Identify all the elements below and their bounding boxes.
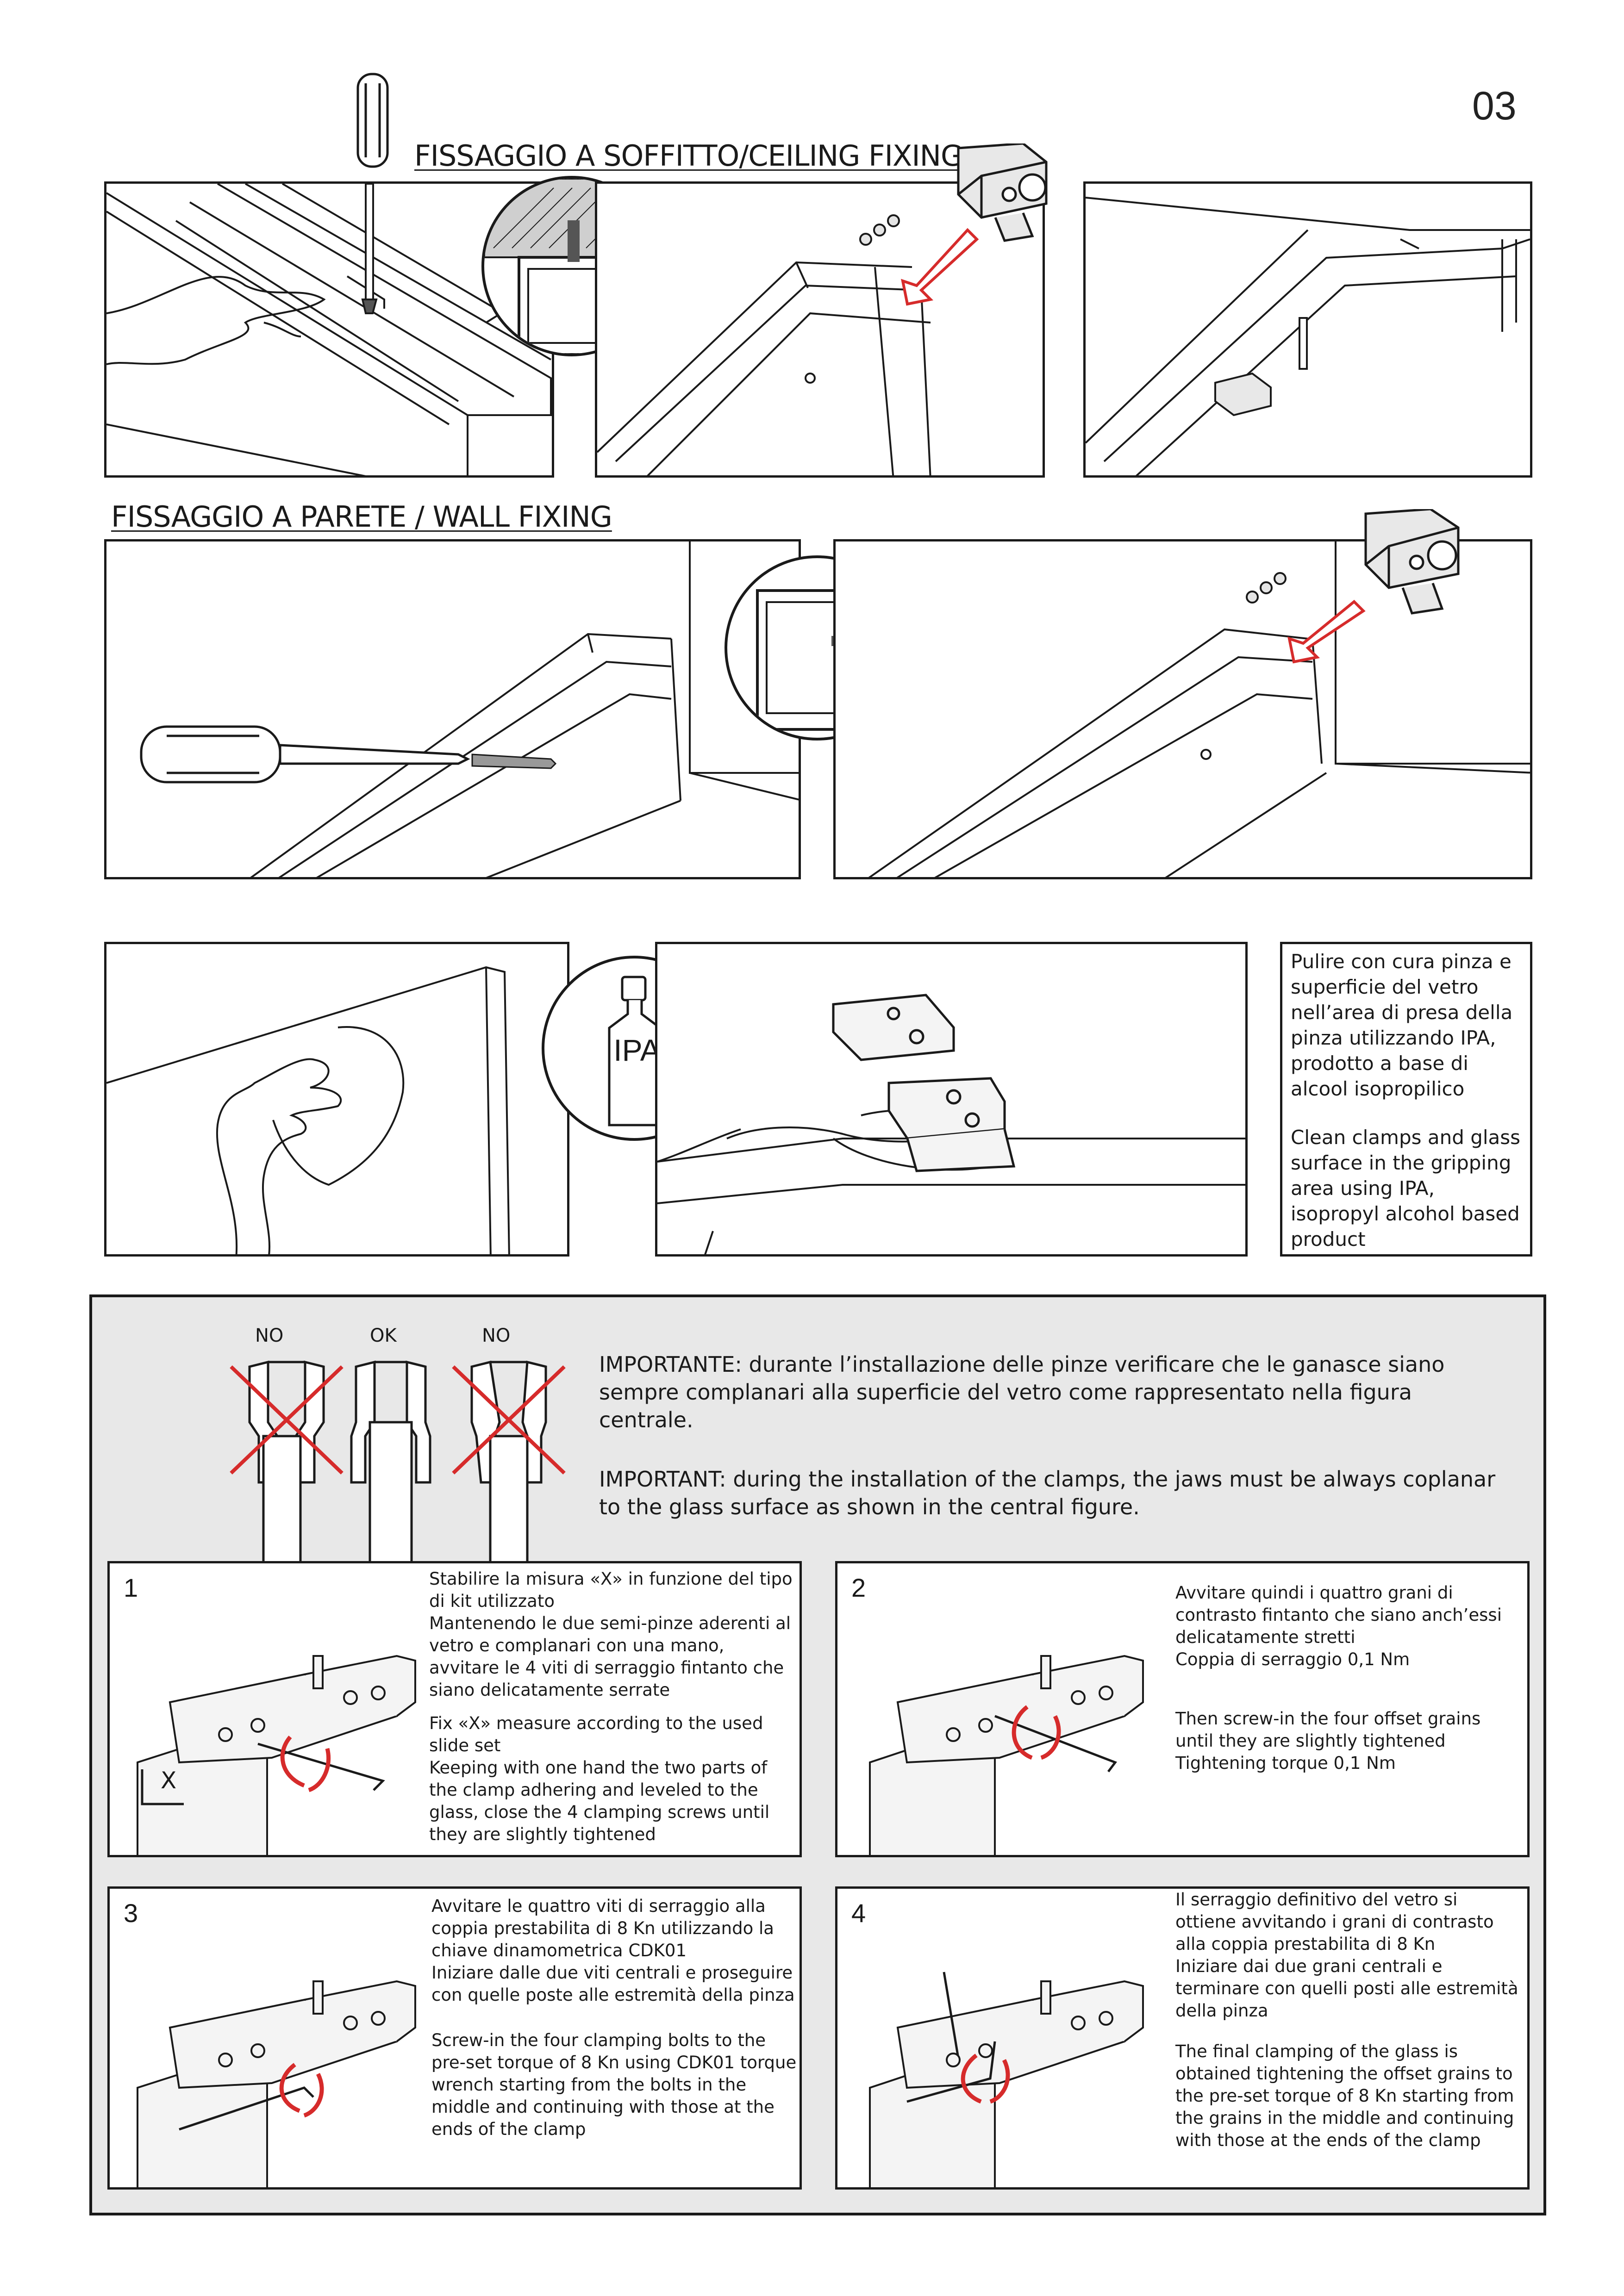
jaw-label-wrong-left: NO bbox=[255, 1325, 284, 1346]
clamp-illustration-wall bbox=[1347, 509, 1477, 625]
step-3-text: Avvitare le quattro viti di serraggio al… bbox=[431, 1895, 797, 2152]
step-4-panel: 4 Il serraggio definitivo del vetro si o… bbox=[835, 1886, 1530, 2190]
cleaning-clamp-illustration bbox=[657, 994, 1245, 1254]
wall-clamp-insert-illustration bbox=[868, 541, 1530, 877]
cleaning-panel-clamp bbox=[655, 942, 1248, 1257]
cleaning-glass-illustration bbox=[106, 966, 510, 1254]
dimension-x-label: X bbox=[161, 1767, 177, 1794]
assembly-instructions-section: NO OK NO bbox=[89, 1294, 1546, 2215]
wall-screwing-illustration bbox=[140, 541, 799, 877]
step-2-panel: 2 Avvitare quindi i quattro grani di con… bbox=[835, 1561, 1530, 1857]
ceiling-panel-clamp-insert bbox=[595, 181, 1045, 478]
cleaning-instructions: Pulire con cura pinza e superficie del v… bbox=[1280, 942, 1532, 1257]
step-2-text-en: Then screw-in the four offset grains unt… bbox=[1175, 1709, 1481, 1773]
ceiling-panel-clamp-fixed bbox=[1083, 181, 1532, 478]
jaw-label-wrong-right: NO bbox=[482, 1325, 511, 1346]
step-3-text-en: Screw-in the four clamping bolts to the … bbox=[431, 2030, 797, 2139]
step-2-text-it: Avvitare quindi i quattro grani di contr… bbox=[1175, 1583, 1502, 1669]
cleaning-text-en: Clean clamps and glass surface in the gr… bbox=[1291, 1126, 1521, 1251]
ipa-label: IPA bbox=[613, 1033, 661, 1067]
ceiling-clamp-insert-illustration bbox=[597, 184, 1043, 475]
important-notice: IMPORTANTE: durante l’installazione dell… bbox=[599, 1350, 1511, 1552]
important-text-en: IMPORTANT: during the installation of th… bbox=[599, 1467, 1496, 1519]
step-1-text-it: Stabilire la misura «X» in funzione del … bbox=[429, 1569, 793, 1700]
step-4-number: 4 bbox=[851, 1898, 866, 1928]
ceiling-clamp-fixed-illustration bbox=[1086, 197, 1530, 475]
wall-fixing-heading: FISSAGGIO A PARETE / WALL FIXING bbox=[111, 500, 612, 534]
clamp-illustration-ceiling bbox=[940, 143, 1060, 250]
step-4-text-it: Il serraggio definitivo del vetro si ott… bbox=[1175, 1890, 1518, 2021]
step-2-number: 2 bbox=[851, 1573, 866, 1602]
ceiling-screwing-illustration bbox=[106, 184, 552, 475]
step-4-text-en: The final clamping of the glass is obtai… bbox=[1175, 2041, 1514, 2150]
step-3-number: 3 bbox=[124, 1898, 138, 1928]
step-2-text: Avvitare quindi i quattro grani di contr… bbox=[1175, 1582, 1523, 1786]
jaw-label-correct: OK bbox=[370, 1325, 397, 1346]
step-1-text: Stabilire la misura «X» in funzione del … bbox=[429, 1568, 795, 1855]
step-4-text: Il serraggio definitivo del vetro si ott… bbox=[1175, 1889, 1523, 2163]
ceiling-panel-screwing bbox=[104, 181, 554, 478]
page-number: 03 bbox=[1472, 84, 1517, 128]
step-1-text-en: Fix «X» measure according to the used sl… bbox=[429, 1713, 770, 1844]
step-4-illustration bbox=[869, 1972, 1144, 2187]
step-1-panel: 1 X Stabilire la misura «X» in funzione … bbox=[107, 1561, 802, 1857]
step-2-illustration bbox=[869, 1655, 1144, 1855]
step-1-number: 1 bbox=[124, 1573, 138, 1602]
step-3-panel: 3 Avvitare le quattro viti di serraggio … bbox=[107, 1886, 802, 2190]
step-3-text-it: Avvitare le quattro viti di serraggio al… bbox=[431, 1896, 795, 2005]
step-3-illustration bbox=[137, 1980, 416, 2187]
cleaning-panel-glass bbox=[104, 942, 569, 1257]
ceiling-fixing-heading: FISSAGGIO A SOFFITTO/CEILING FIXING bbox=[414, 139, 963, 173]
cleaning-text-it: Pulire con cura pinza e superficie del v… bbox=[1291, 950, 1513, 1100]
step-1-illustration bbox=[137, 1655, 416, 1855]
wall-panel-screwing bbox=[104, 539, 801, 879]
important-text-it: IMPORTANTE: durante l’installazione dell… bbox=[599, 1352, 1445, 1432]
